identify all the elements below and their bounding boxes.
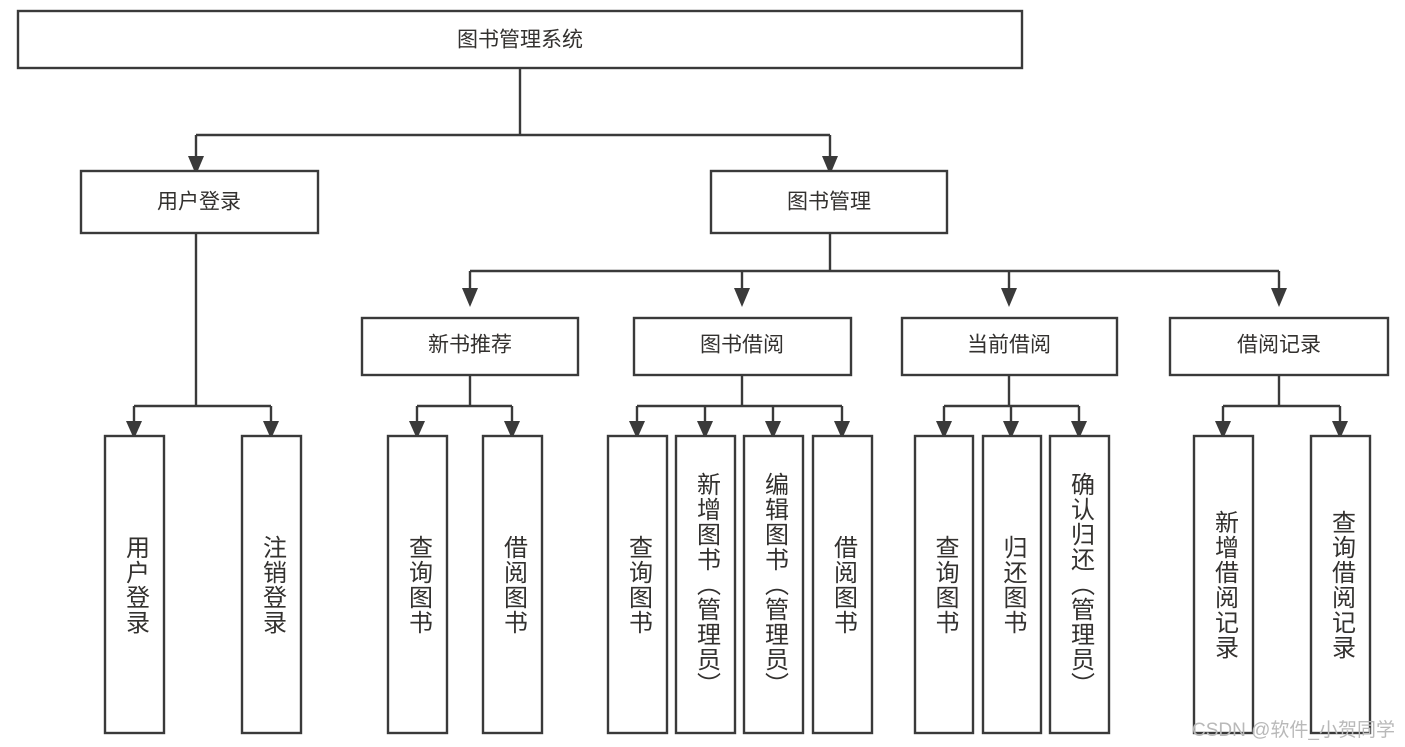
leaf-edit-book[interactable]: 编辑图书（管理员） [742,434,805,735]
leaf-query-book-3-box[interactable] [913,434,975,735]
leaf-add-book-box[interactable] [674,434,737,735]
node-book-borrow-box[interactable] [632,316,853,377]
leaf-query-book-3[interactable]: 查询图书 [913,434,975,735]
arrowhead-to-leaf-add-record [1215,421,1231,439]
leaf-add-record-box[interactable] [1192,434,1255,735]
node-root-label: 图书管理系统 [457,29,583,52]
leaf-borrow-book-1-box[interactable] [481,434,544,735]
leaf-return-book[interactable]: 归还图书 [981,434,1043,735]
node-root[interactable]: 图书管理系统 [16,9,1024,70]
node-borrow-record-box[interactable] [1168,316,1390,377]
arrowhead-to-leaf-logout [263,421,279,439]
arrowhead-to-book-manage [822,156,838,175]
leaf-query-book-1[interactable]: 查询图书 [386,434,449,735]
node-new-book-rec-box[interactable] [360,316,580,377]
leaf-query-book-2[interactable]: 查询图书 [606,434,669,735]
node-book-manage-label: 图书管理 [787,191,871,214]
arrowhead-to-leaf-return-book [1003,421,1019,439]
leaf-confirm-return[interactable]: 确认归还（管理员） [1048,434,1111,735]
arrowhead-to-leaf-add-book [697,421,713,439]
leaf-return-book-box[interactable] [981,434,1043,735]
node-root-box[interactable] [16,9,1024,70]
leaf-query-record-box[interactable] [1309,434,1372,735]
leaf-add-record[interactable]: 新增借阅记录 [1192,434,1255,735]
node-new-book-rec-label: 新书推荐 [428,334,512,357]
leaf-query-record[interactable]: 查询借阅记录 [1309,434,1372,735]
leaf-user-login[interactable]: 用户登录 [103,434,166,735]
edge-current-borrow-to-bus [942,375,1081,424]
leaf-query-record-label: 查询借阅记录 [1327,509,1355,660]
leaf-query-book-2-box[interactable] [606,434,669,735]
leaf-borrow-book-2-box[interactable] [811,434,874,735]
node-borrow-record-label: 借阅记录 [1237,334,1321,357]
arrowhead-to-leaf-edit-book [765,421,781,439]
arrowhead-to-leaf-query-record [1332,421,1348,439]
arrowhead-to-leaf-confirm-return [1071,421,1087,439]
leaf-add-record-label: 新增借阅记录 [1210,509,1238,660]
leaf-user-login-box[interactable] [103,434,166,735]
leaf-borrow-book-1-label: 借阅图书 [499,534,527,635]
leaf-logout-label: 注销登录 [258,534,286,635]
arrowhead-to-leaf-query-book-2 [629,421,645,439]
node-user-login-label: 用户登录 [157,191,241,214]
leaf-query-book-1-label: 查询图书 [404,534,432,635]
leaf-edit-book-label: 编辑图书（管理员） [760,472,788,697]
leaf-add-book[interactable]: 新增图书（管理员） [674,434,737,735]
arrowhead-to-leaf-query-book-3 [936,421,952,439]
arrowhead-to-leaf-borrow-book-1 [504,421,520,439]
leaf-return-book-label: 归还图书 [998,534,1026,635]
node-current-borrow-label: 当前借阅 [967,334,1051,357]
edge-root-to-bus [194,68,832,158]
leaf-query-book-2-label: 查询图书 [624,534,652,635]
leaf-user-login-label: 用户登录 [121,534,149,635]
node-borrow-record[interactable]: 借阅记录 [1168,316,1390,377]
edge-book-manage-to-bus [468,233,1281,290]
node-book-borrow-label: 图书借阅 [700,334,784,357]
edge-book-borrow-to-bus [635,375,844,424]
node-user-login-box[interactable] [79,169,320,235]
arrowhead-to-leaf-user-login [126,421,142,439]
arrowhead-to-leaf-query-book-1 [409,421,425,439]
edge-user-login-to-bus [132,233,273,424]
arrowhead-to-new-book-rec [462,288,478,307]
leaf-confirm-return-label: 确认归还（管理员） [1066,472,1094,697]
node-book-manage-box[interactable] [709,169,949,235]
leaf-logout[interactable]: 注销登录 [240,434,303,735]
leaf-borrow-book-2[interactable]: 借阅图书 [811,434,874,735]
edge-new-book-rec-to-bus [415,375,514,424]
node-current-borrow-box[interactable] [900,316,1119,377]
node-book-borrow[interactable]: 图书借阅 [632,316,853,377]
edge-borrow-record-to-bus [1221,375,1342,424]
leaf-query-book-3-label: 查询图书 [930,534,958,635]
node-current-borrow[interactable]: 当前借阅 [900,316,1119,377]
leaf-edit-book-box[interactable] [742,434,805,735]
leaf-borrow-book-1[interactable]: 借阅图书 [481,434,544,735]
arrowhead-to-user-login [188,156,204,175]
leaf-logout-box[interactable] [240,434,303,735]
arrowhead-to-current-borrow [1001,288,1017,307]
arrowhead-to-book-borrow [734,288,750,307]
node-new-book-rec[interactable]: 新书推荐 [360,316,580,377]
edge-layer [126,68,1348,439]
leaf-add-book-label: 新增图书（管理员） [692,472,720,697]
arrowhead-to-borrow-record [1271,288,1287,307]
node-book-manage[interactable]: 图书管理 [709,169,949,235]
arrowhead-to-leaf-borrow-book-2 [834,421,850,439]
leaf-query-book-1-box[interactable] [386,434,449,735]
node-user-login[interactable]: 用户登录 [79,169,320,235]
leaf-confirm-return-box[interactable] [1048,434,1111,735]
leaf-borrow-book-2-label: 借阅图书 [829,534,857,635]
